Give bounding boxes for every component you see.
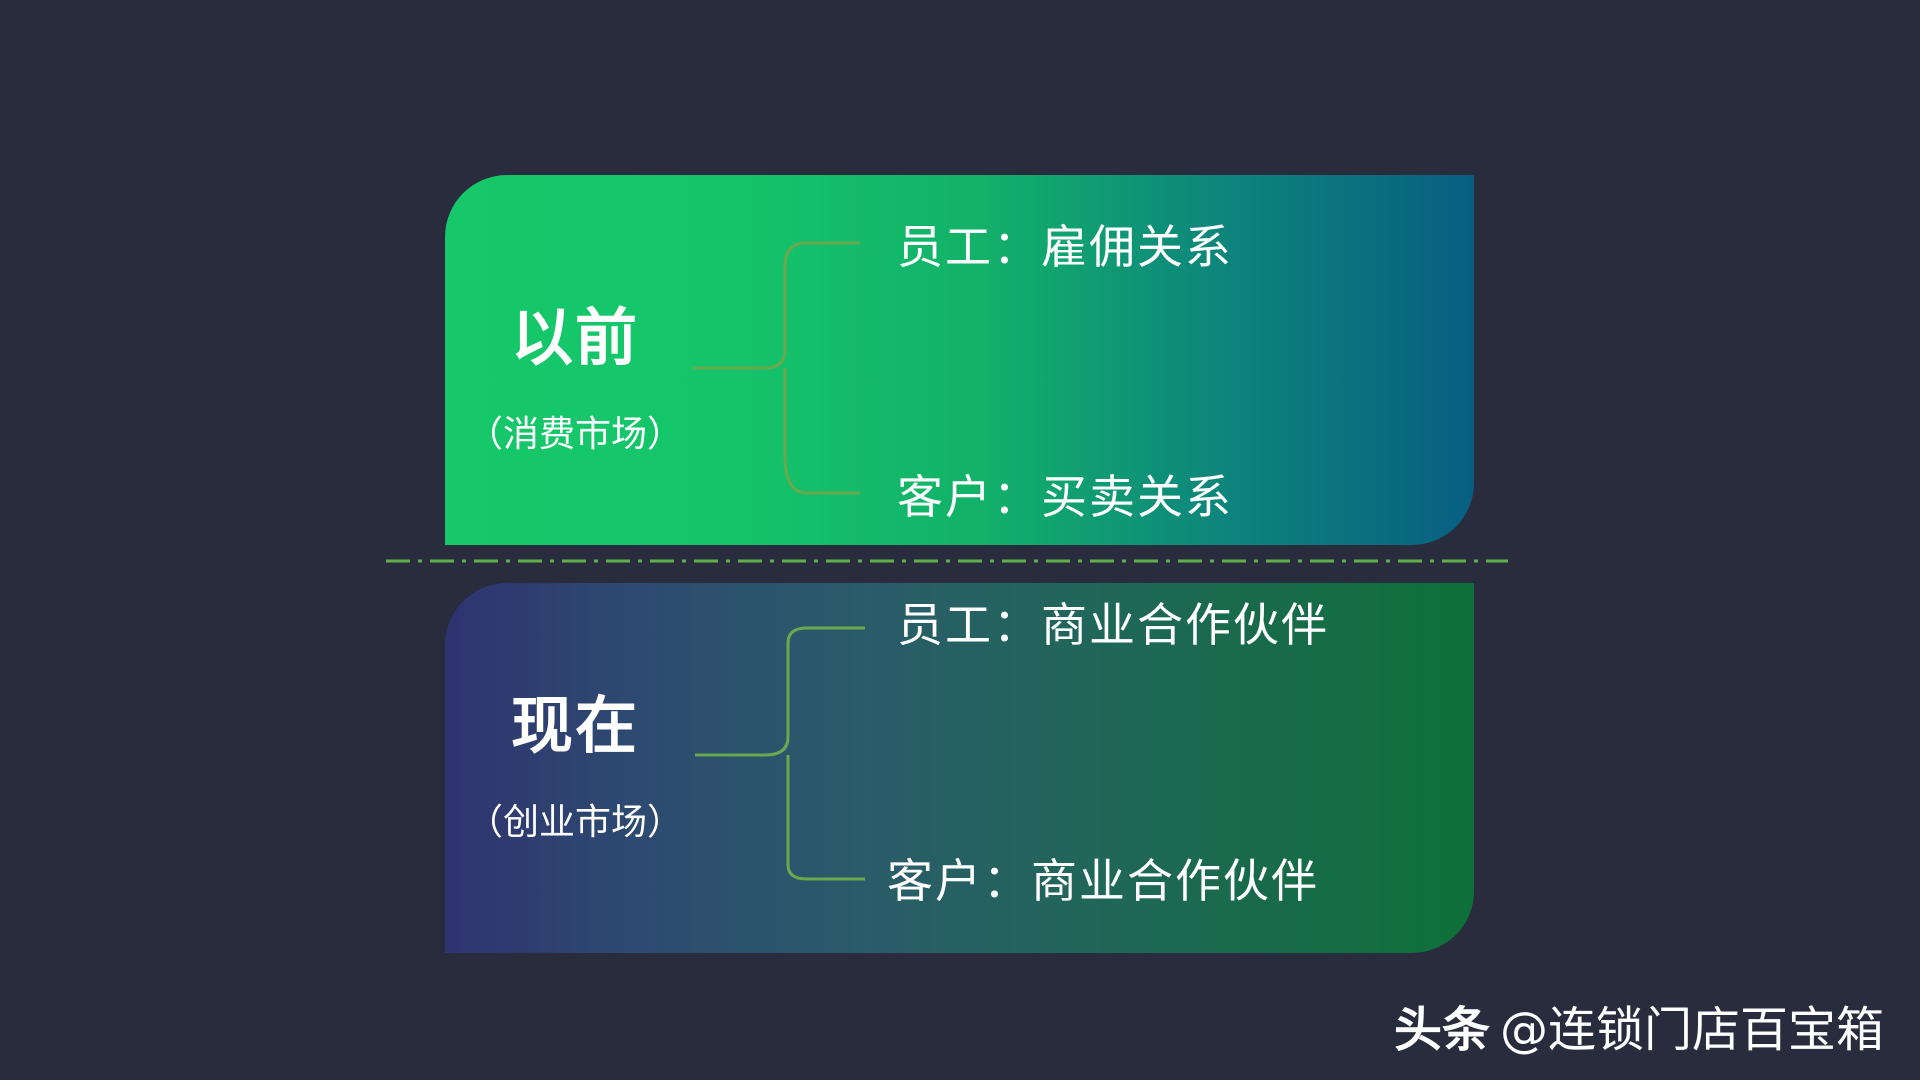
now-subtitle: （创业市场） xyxy=(466,802,683,843)
now-customer-relation: 客户：商业合作伙伴 xyxy=(887,854,1319,908)
before-bracket-path xyxy=(693,241,860,495)
before-subtitle: （消费市场） xyxy=(466,414,683,455)
now-panel: 现在 （创业市场） 员工：商业合作伙伴 客户：商业合作伙伴 xyxy=(445,583,1474,953)
dashed-divider xyxy=(386,559,1508,563)
watermark-account: @连锁门店百宝箱 xyxy=(1499,1002,1884,1058)
now-employee-relation: 员工：商业合作伙伴 xyxy=(897,598,1329,652)
now-title: 现在 xyxy=(510,689,639,762)
before-employee-relation: 员工：雇佣关系 xyxy=(897,220,1233,274)
watermark-brand: 头条 xyxy=(1393,1002,1490,1058)
before-title: 以前 xyxy=(510,301,639,374)
now-bracket-path xyxy=(695,626,865,881)
watermark: 头条@连锁门店百宝箱 xyxy=(1394,990,1884,1060)
before-panel: 以前 （消费市场） 员工：雇佣关系 客户：买卖关系 xyxy=(445,175,1474,545)
before-customer-relation: 客户：买卖关系 xyxy=(897,470,1233,524)
